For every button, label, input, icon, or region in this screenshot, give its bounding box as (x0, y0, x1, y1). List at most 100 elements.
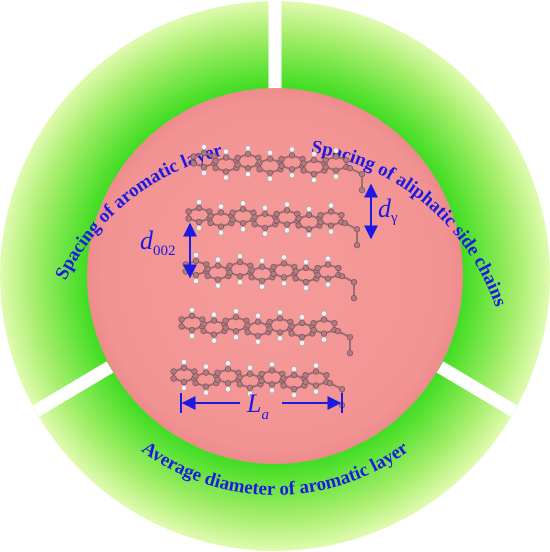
carbon-atom (229, 216, 236, 223)
carbon-atom (288, 323, 295, 330)
hydrogen-atom (289, 146, 295, 153)
hydrogen-atom (259, 283, 265, 290)
carbon-atom (232, 328, 240, 335)
carbon-atom (229, 209, 236, 216)
carbon-atom (222, 317, 229, 324)
hydrogen-atom (281, 254, 287, 261)
d002-annotation: d002 (140, 222, 197, 279)
hydrogen-atom (269, 361, 275, 368)
carbon-atom (283, 221, 291, 228)
carbon-atom (317, 219, 324, 226)
hydrogen-atom (333, 147, 339, 154)
carbon-atom (258, 263, 266, 270)
carbon-atom (300, 160, 307, 167)
carbon-atom (302, 379, 309, 386)
carbon-atom (338, 386, 346, 393)
carbon-atom (341, 220, 349, 227)
carbon-atom (212, 158, 219, 165)
aromatic-layers (170, 144, 366, 409)
hydrogen-atom (289, 172, 295, 179)
carbon-atom (292, 275, 299, 282)
carbon-atom (276, 329, 284, 336)
hydrogen-atom (223, 148, 229, 155)
aromatic-layer (182, 252, 358, 302)
hydrogen-atom (321, 336, 327, 343)
carbon-atom (239, 220, 247, 227)
carbon-atom (278, 162, 285, 169)
hydrogen-atom (267, 175, 273, 182)
carbon-atom (273, 210, 280, 217)
carbon-atom (210, 317, 218, 324)
carbon-atom (298, 333, 306, 341)
carbon-atom (302, 264, 310, 272)
carbon-atom (326, 380, 334, 387)
carbon-atom (185, 215, 192, 222)
carbon-atom (320, 330, 328, 337)
carbon-atom (278, 155, 285, 162)
hydrogen-atom (225, 360, 231, 367)
carbon-atom (346, 334, 354, 341)
carbon-atom (190, 153, 197, 160)
hydrogen-atom (299, 314, 305, 320)
carbon-atom (195, 218, 203, 226)
hydrogen-atom (281, 280, 287, 287)
carbon-atom (324, 261, 332, 268)
hydrogen-atom (233, 334, 239, 341)
hydrogen-atom (328, 228, 334, 235)
carbon-atom (210, 331, 218, 338)
carbon-atom (170, 368, 177, 375)
carbon-atom (270, 263, 277, 271)
carbon-atom (338, 273, 346, 280)
carbon-atom (273, 217, 280, 224)
carbon-atom (270, 270, 277, 278)
carbon-atom (180, 364, 188, 372)
carbon-atom (343, 157, 350, 164)
carbon-atom (290, 385, 298, 393)
carbon-atom (350, 295, 358, 302)
carbon-atom (317, 212, 324, 219)
hydrogen-atom (321, 310, 327, 317)
hydrogen-atom (284, 201, 290, 208)
carbon-atom (312, 368, 320, 375)
carbon-atom (310, 170, 318, 178)
carbon-atom (251, 214, 258, 221)
carbon-atom (202, 369, 210, 376)
hydrogen-atom (311, 177, 317, 183)
hydrogen-atom (247, 364, 253, 371)
carbon-atom (314, 272, 321, 279)
carbon-atom (200, 149, 208, 157)
hydrogen-atom (262, 230, 268, 237)
carbon-atom (226, 269, 233, 276)
hydrogen-atom (189, 333, 195, 339)
carbon-atom (224, 366, 232, 373)
carbon-atom (234, 154, 241, 161)
hydrogen-atom (313, 388, 319, 395)
hydrogen-atom (237, 279, 243, 286)
hydrogen-atom (333, 173, 339, 180)
hydrogen-atom (306, 206, 312, 212)
dgamma-label: dγ (378, 194, 398, 226)
carbon-atom (353, 226, 361, 233)
carbon-atom (266, 325, 273, 333)
hydrogen-atom (196, 225, 202, 231)
carbon-atom (346, 165, 354, 172)
hydrogen-atom (203, 363, 209, 370)
carbon-atom (222, 154, 230, 161)
carbon-atom (195, 204, 203, 212)
carbon-atom (322, 157, 329, 164)
hydrogen-atom (245, 171, 251, 178)
carbon-atom (188, 326, 196, 334)
hydrogen-atom (196, 199, 202, 205)
la-label: La (246, 389, 269, 423)
aromatic-layer (170, 359, 346, 409)
carbon-atom (266, 318, 273, 326)
carbon-atom (280, 274, 288, 281)
carbon-atom (280, 375, 287, 382)
hydrogen-atom (277, 309, 283, 316)
carbon-atom (224, 380, 232, 387)
carbon-atom (258, 277, 266, 284)
carbon-atom (236, 381, 243, 388)
carbon-atom (358, 187, 366, 194)
hydrogen-atom (218, 229, 224, 236)
